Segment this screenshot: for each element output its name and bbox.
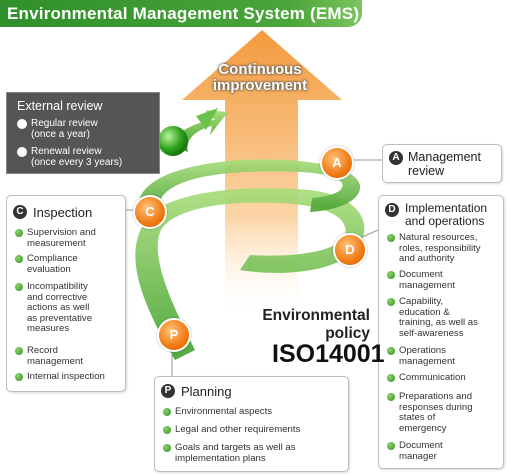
inspection-title: Inspection [33,205,93,220]
bullet-icon [387,347,395,355]
title-bar: Environmental Management System (EMS) [0,0,362,27]
bullet-icon [15,229,23,237]
cycle-icon-p: P [157,318,191,352]
badge-d: D [385,203,399,217]
implementation-title: Implementation and operations [405,201,488,228]
bullet-icon [387,298,395,306]
external-review-box: External review Regular review (once a y… [6,92,160,174]
list-item: Environmental aspects [163,406,272,418]
bullet-icon [387,393,395,401]
bullet-icon [163,408,171,416]
spiral-ribbon-middle [138,159,361,215]
continuous-improvement-arrow [182,30,342,320]
planning-box: P Planning Environmental aspects Legal a… [154,376,349,472]
external-review-item: Renewal review (once every 3 years) [17,146,122,168]
cycle-icon-a: A [320,146,354,180]
bullet-icon [163,444,171,452]
cycle-icon-c: C [133,195,167,229]
page-title: Environmental Management System (EMS) [7,4,360,23]
bullet-icon [15,347,23,355]
bullet-icon [15,373,23,381]
bullet-icon [387,374,395,382]
green-ball-icon [158,126,188,156]
management-review-box: A Management review [382,144,502,183]
planning-title: Planning [181,384,232,399]
bullet-icon [387,442,395,450]
badge-a: A [389,151,403,165]
bullet-icon [387,271,395,279]
management-review-title: Management review [408,150,481,178]
list-item: Communication [387,372,466,384]
list-item: Legal and other requirements [163,424,300,436]
bullet-icon [163,426,171,434]
connector-d [359,229,379,239]
list-item: Capability,education &training, as well … [387,296,478,339]
external-review-item: Regular review (once a year) [17,118,98,140]
bullet-icon [15,283,23,291]
bullet-icon [17,119,27,129]
list-item: Internal inspection [15,371,105,383]
badge-p: P [161,384,175,398]
badge-c: C [13,205,27,219]
external-review-title: External review [17,99,103,113]
cycle-icon-d: D [333,233,367,267]
bullet-icon [387,234,395,242]
bullet-icon [15,255,23,263]
bullet-icon [17,147,27,157]
continuous-improvement-label: Continuous improvement [212,61,308,94]
ribbon-arrowhead-icon [196,108,218,130]
policy-label: Environmental policy [262,307,370,342]
implementation-box: D Implementation and operations Natural … [378,195,504,469]
iso-standard-label: ISO14001 [272,340,385,368]
